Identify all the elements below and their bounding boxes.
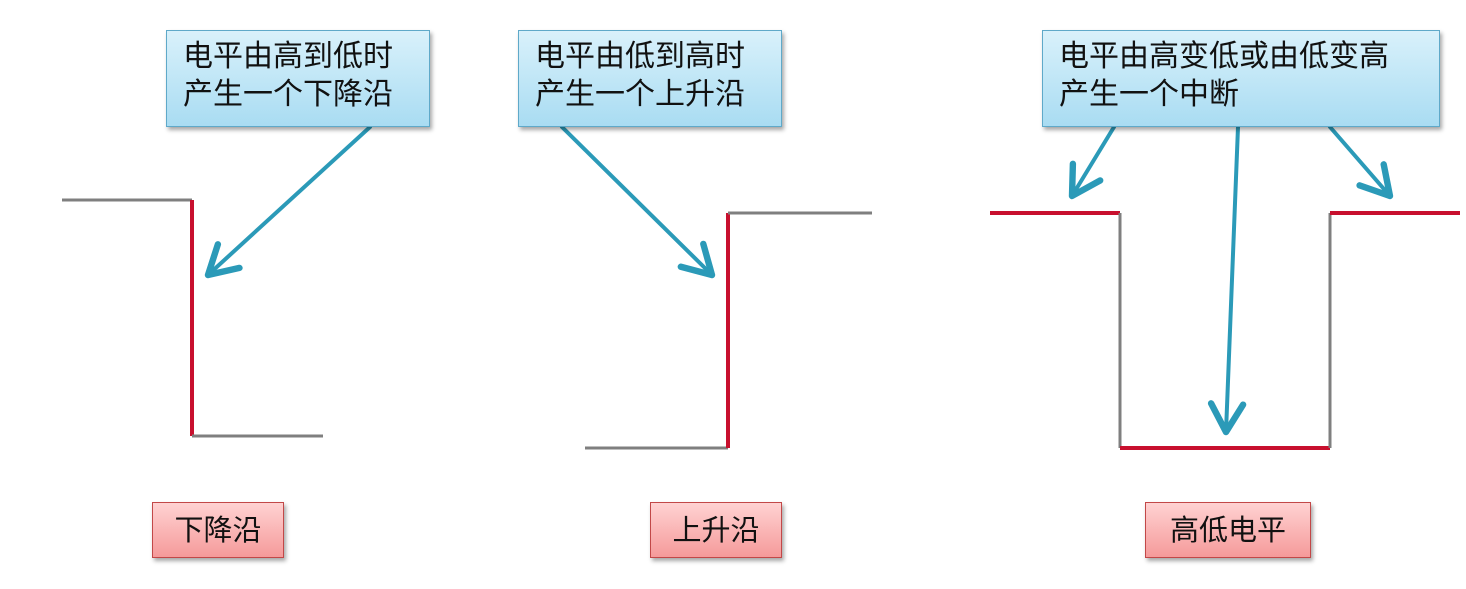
level-arrow-left [1068, 125, 1116, 200]
level-callout: 电平由高变低或由低变高 产生一个中断 [1042, 30, 1440, 127]
falling-callout-line2: 产生一个下降沿 [183, 77, 393, 112]
level-arrow-right [1328, 125, 1394, 200]
level-callout-line2: 产生一个中断 [1059, 77, 1239, 112]
rising-edge-label: 上升沿 [650, 502, 782, 558]
rising-callout-line2: 产生一个上升沿 [535, 77, 745, 112]
falling-arrow [204, 125, 372, 279]
arrows [204, 125, 1394, 436]
falling-edge-waveform [62, 198, 323, 438]
falling-edge-label: 下降沿 [152, 502, 284, 558]
rising-arrow [560, 125, 716, 279]
level-arrow-center [1207, 125, 1247, 436]
falling-edge-callout: 电平由高到低时 产生一个下降沿 [166, 30, 430, 127]
level-waveform [990, 211, 1460, 450]
rising-edge-waveform [585, 211, 872, 450]
falling-callout-line1: 电平由高到低时 [183, 39, 393, 74]
level-callout-line1: 电平由高变低或由低变高 [1059, 39, 1389, 74]
rising-edge-callout: 电平由低到高时 产生一个上升沿 [518, 30, 782, 127]
rising-callout-line1: 电平由低到高时 [535, 39, 745, 74]
level-label: 高低电平 [1145, 502, 1311, 558]
